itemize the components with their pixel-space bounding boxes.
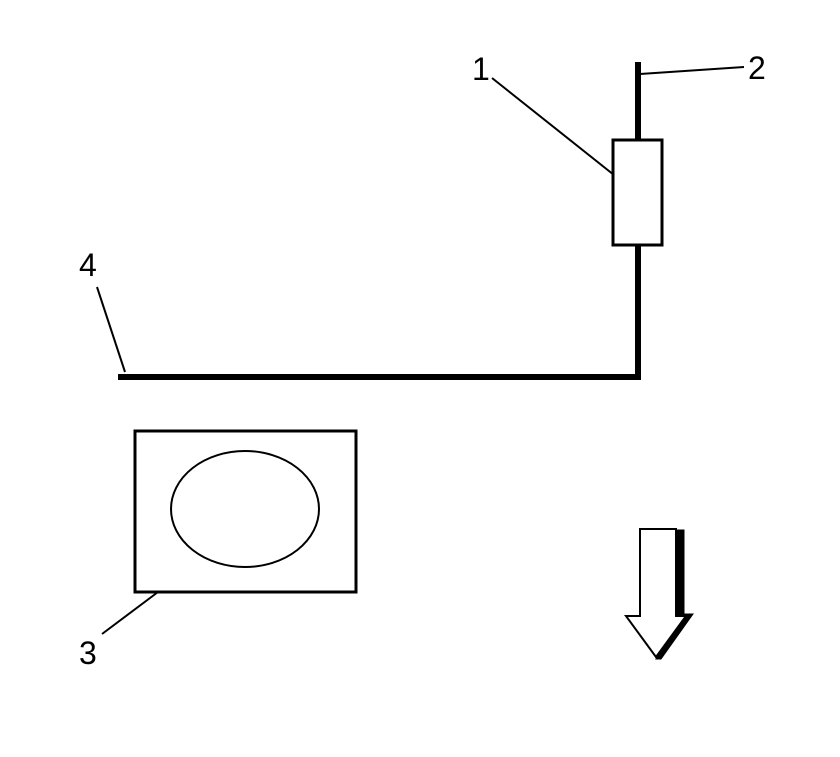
- down-arrow-icon: [624, 528, 694, 660]
- callout-2: 2: [748, 50, 766, 86]
- callout-4: 4: [79, 247, 97, 283]
- callout-1: 1: [472, 51, 490, 87]
- inline-component: [611, 138, 664, 247]
- panel-ellipse: [170, 450, 320, 568]
- leader-line-4: [96, 286, 126, 373]
- leader-line-2: [639, 66, 745, 75]
- leader-line-3: [101, 591, 159, 635]
- callout-3: 3: [79, 635, 97, 671]
- leader-line-1: [491, 77, 615, 176]
